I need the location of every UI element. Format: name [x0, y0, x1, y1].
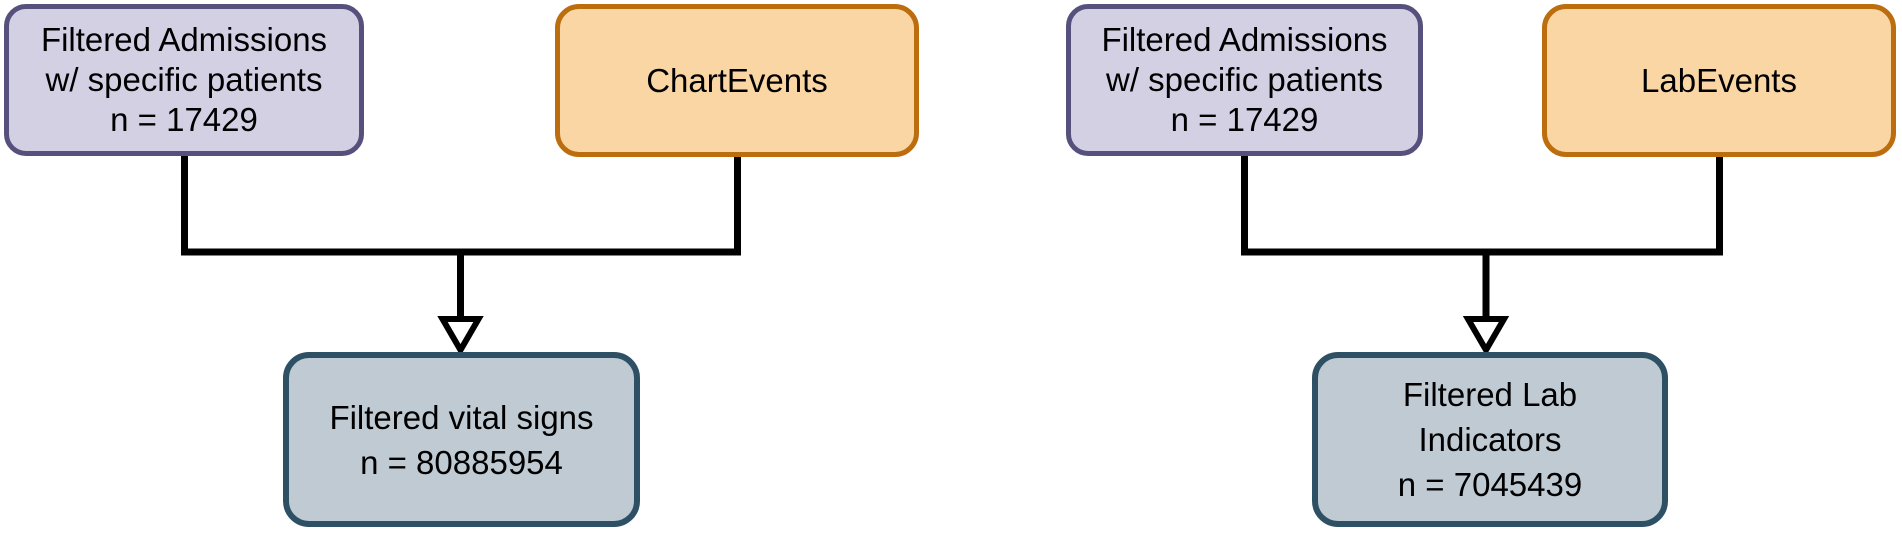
connector-elbow-right: [1241, 150, 1723, 256]
box-text-line: Filtered Lab: [1402, 376, 1578, 413]
box-text-line: ChartEvents: [646, 61, 828, 99]
arrowhead-right: [1462, 316, 1510, 356]
lab-indicators-result-box: Filtered Lab Indicators n = 7045439: [1312, 352, 1668, 527]
box-text-line: Filtered Admissions: [40, 21, 328, 58]
admissions-box-left: Filtered Admissions w/ specific patients…: [4, 4, 364, 156]
box-text-line: n = 80885954: [360, 443, 563, 481]
box-text-line: Filtered vital signs: [329, 398, 594, 436]
connector-elbow-left: [181, 150, 741, 256]
box-text-line: n = 17429: [1170, 101, 1319, 138]
chartevents-box: ChartEvents: [555, 4, 919, 157]
box-text-line: w/ specific patients: [1106, 61, 1383, 98]
arrowhead-left: [437, 316, 484, 356]
box-text-line: LabEvents: [1641, 61, 1797, 99]
vital-signs-result-box: Filtered vital signs n = 80885954: [283, 352, 640, 527]
box-text-line: n = 7045439: [1397, 466, 1583, 503]
box-text-line: w/ specific patients: [45, 61, 323, 98]
admissions-box-right: Filtered Admissions w/ specific patients…: [1066, 4, 1423, 156]
box-text-line: Filtered Admissions: [1101, 21, 1388, 58]
box-text-line: n = 17429: [110, 101, 258, 138]
labevents-box: LabEvents: [1542, 4, 1896, 157]
box-text-line: Indicators: [1418, 421, 1562, 458]
